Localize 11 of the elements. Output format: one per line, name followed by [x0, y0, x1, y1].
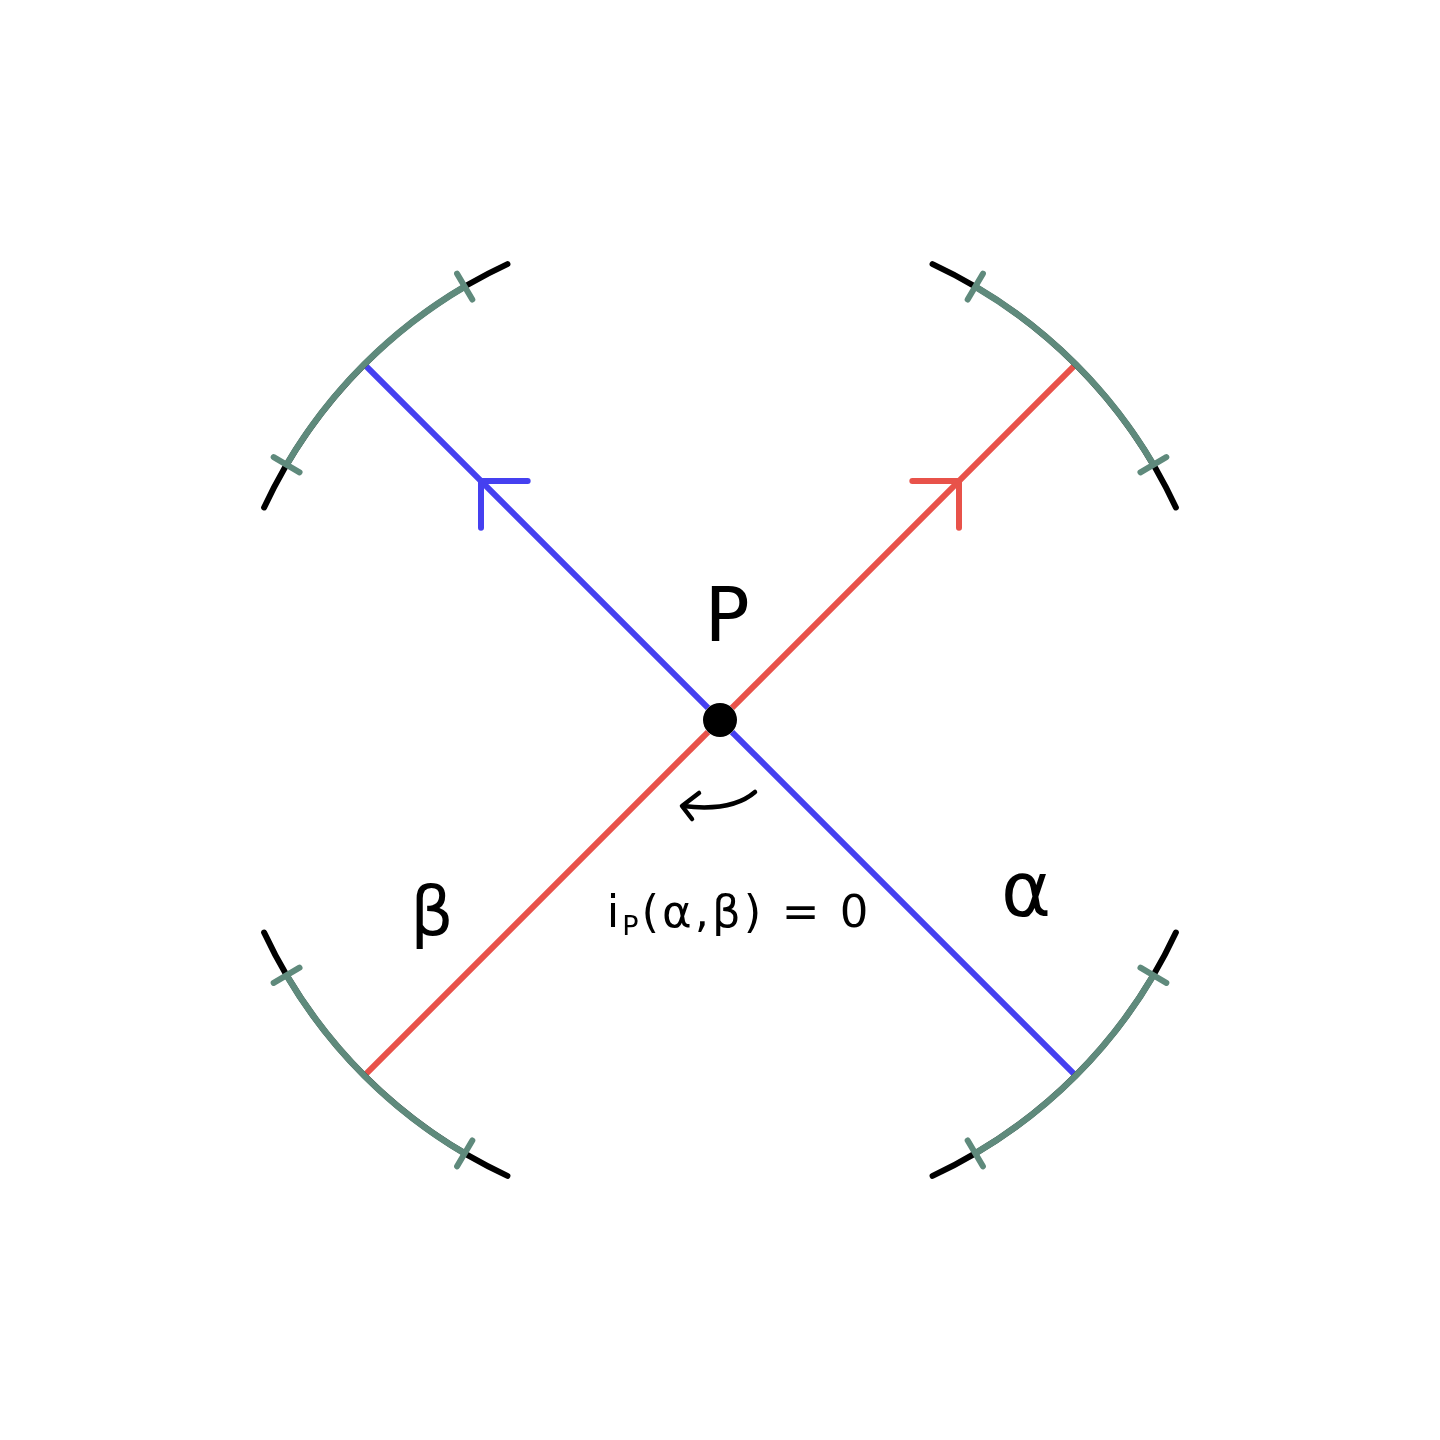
curve-line	[729, 729, 1078, 1078]
boundary-arc	[929, 929, 1179, 1179]
curve-line	[362, 729, 711, 1078]
curve-arrow	[362, 362, 711, 711]
boundary-arc	[261, 261, 511, 511]
intersection-formula: i$_{P}$(α,β) = 0	[606, 888, 872, 940]
point-label: P	[704, 577, 750, 653]
intersection-point	[703, 703, 737, 737]
boundary-arc	[929, 261, 1179, 511]
curve-arrow	[729, 362, 1078, 711]
curve-label: α	[1000, 852, 1052, 928]
